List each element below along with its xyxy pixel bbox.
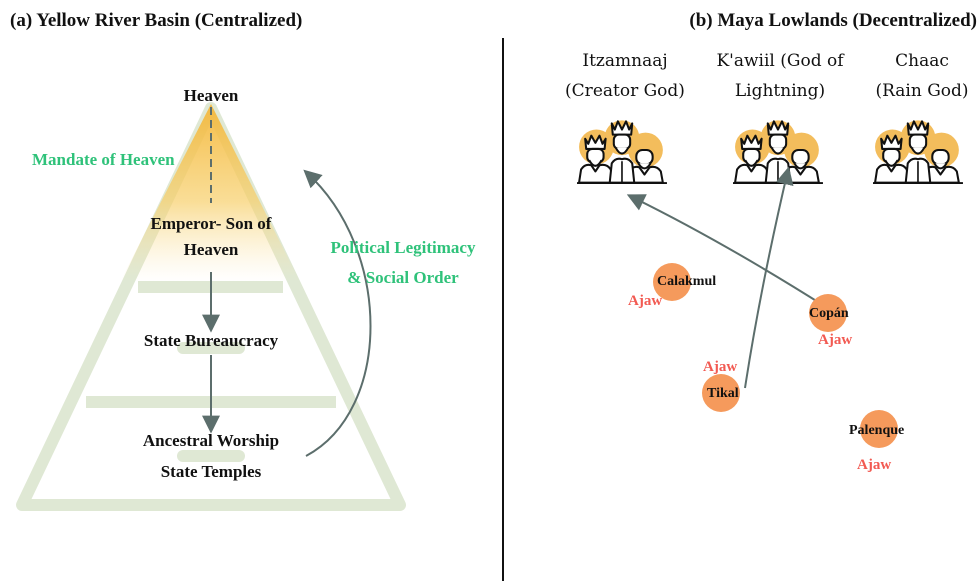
- deity-name-line2: (Creator God): [565, 81, 685, 101]
- worship-label-line2: State Temples: [161, 462, 262, 481]
- panel-a-title: (a) Yellow River Basin (Centralized): [10, 10, 302, 31]
- bureaucracy-highlight: [177, 342, 245, 354]
- ajaw-label: Ajaw: [628, 293, 662, 309]
- city-calakmul: Calakmul Ajaw: [628, 263, 716, 309]
- city-palenque: Palenque Ajaw: [849, 410, 904, 473]
- deity-itzamnaaj: Itzamnaaj (Creator God): [565, 51, 685, 184]
- deity-name-line1: K'awiil (God of: [716, 51, 845, 71]
- deity-name-line1: Itzamnaaj: [582, 51, 667, 71]
- city-name: Tikal: [707, 386, 739, 401]
- emperor-label-line2: Heaven: [184, 240, 239, 259]
- pyramid-outline: [16, 102, 406, 511]
- copan-to-itzamnaaj-arrow: [626, 194, 827, 308]
- deity-group-icon: [733, 119, 824, 184]
- city-node: [860, 410, 898, 448]
- city-node: [809, 294, 847, 332]
- ajaw-label: Ajaw: [857, 457, 891, 473]
- ajaw-label: Ajaw: [703, 359, 737, 375]
- legitimacy-label-line1: Political Legitimacy: [331, 238, 476, 257]
- city-copan: Copán Ajaw: [809, 294, 852, 348]
- city-tikal: Ajaw Tikal: [702, 359, 740, 412]
- deity-group-icon: [873, 119, 964, 184]
- city-node: [653, 263, 691, 301]
- deity-group-icon: [577, 119, 668, 184]
- temples-highlight: [177, 450, 245, 462]
- emperor-label-line1: Emperor- Son of: [151, 214, 272, 233]
- mandate-label: Mandate of Heaven: [32, 150, 175, 169]
- legitimacy-curve-arrow: [303, 169, 372, 457]
- deity-kawiil: K'awiil (God of Lightning): [716, 51, 845, 184]
- city-name: Palenque: [849, 423, 904, 438]
- deity-chaac: Chaac (Rain God): [873, 51, 969, 184]
- deity-name-line2: (Rain God): [875, 81, 968, 101]
- ajaw-label: Ajaw: [818, 332, 852, 348]
- deity-name-line2: Lightning): [735, 81, 825, 101]
- heaven-label: Heaven: [184, 86, 239, 105]
- city-node: [702, 374, 740, 412]
- city-name: Calakmul: [657, 274, 716, 289]
- bureaucracy-label: State Bureaucracy: [144, 331, 279, 350]
- panel-b-title: (b) Maya Lowlands (Decentralized): [689, 10, 977, 31]
- legitimacy-label-line2: & Social Order: [347, 268, 459, 287]
- deity-name-line1: Chaac: [895, 51, 949, 71]
- worship-label-line1: Ancestral Worship: [143, 431, 279, 450]
- tikal-to-kawiil-arrow: [744, 166, 794, 389]
- city-name: Copán: [809, 306, 849, 321]
